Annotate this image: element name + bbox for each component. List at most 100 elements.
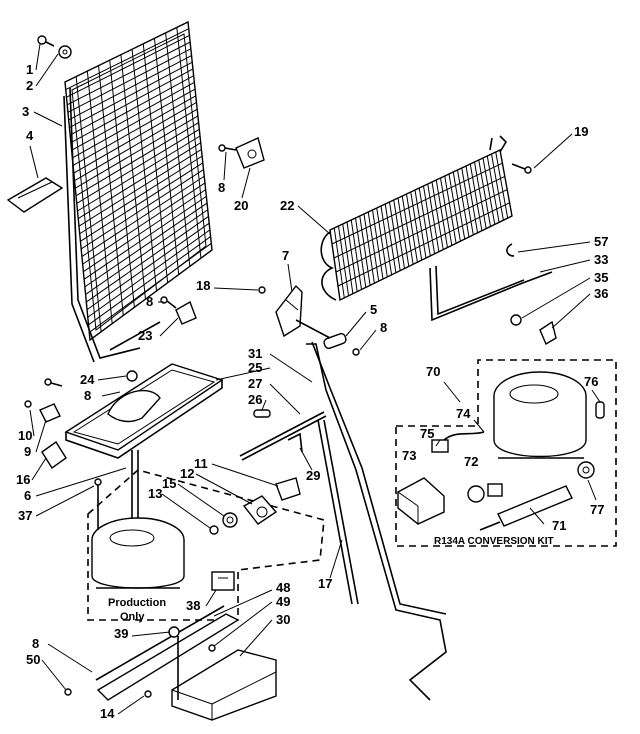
bracket-part-11 (275, 477, 301, 501)
clip-part-16 (41, 440, 67, 470)
screw-part-8-mid (160, 296, 177, 309)
drier-part-71 (479, 485, 573, 531)
grommet-part-35 (510, 314, 522, 326)
label-77: 77 (590, 502, 604, 517)
tube-part-27 (239, 411, 327, 461)
label-48: 48 (276, 580, 290, 595)
fitting-part-5 (323, 332, 347, 350)
bracket-part-36 (539, 320, 557, 346)
relay-part-12 (242, 495, 278, 525)
rail-part-48 (95, 605, 240, 701)
label-9: 9 (24, 444, 31, 459)
tube-part-37 (94, 478, 102, 530)
overload-part-72 (467, 483, 503, 503)
condenser-coil (63, 20, 213, 363)
bracket-part-30 (171, 649, 277, 721)
production-note-line2: Only (120, 611, 145, 623)
label-37: 37 (18, 508, 32, 523)
leader-lines (29, 43, 601, 715)
label-24: 24 (80, 372, 95, 387)
drain-pan-part-25 (64, 363, 224, 459)
screw-part-14 (144, 690, 152, 698)
label-6: 6 (24, 488, 31, 503)
screw-part-18 (258, 286, 266, 294)
label-27: 27 (248, 376, 262, 391)
screw-part-19 (511, 163, 532, 174)
label-8-base: 8 (32, 636, 39, 651)
bracket-part-4 (6, 177, 64, 213)
label-4: 4 (26, 128, 34, 143)
label-33: 33 (594, 252, 608, 267)
tube-part-31 (306, 341, 447, 701)
callout-labels: 1 2 3 4 8 20 19 22 57 33 35 36 7 18 5 8 … (16, 62, 608, 721)
label-22: 22 (280, 198, 294, 213)
label-18: 18 (196, 278, 210, 293)
clip-part-29 (287, 432, 303, 453)
label-3: 3 (22, 104, 29, 119)
tube-part-33 (429, 265, 553, 322)
label-8-mid: 8 (146, 294, 153, 309)
screw-part-49 (208, 644, 216, 652)
label-72: 72 (464, 454, 478, 469)
label-2: 2 (26, 78, 33, 93)
grommet-part-77 (577, 461, 595, 479)
label-36: 36 (594, 286, 608, 301)
label-35: 35 (594, 270, 608, 285)
cover-part-13 (209, 525, 219, 535)
label-12: 12 (180, 466, 194, 481)
label-8-right: 8 (380, 320, 387, 335)
label-11: 11 (194, 456, 208, 471)
label-30: 30 (276, 612, 290, 627)
label-8-pan: 8 (84, 388, 91, 403)
label-19: 19 (574, 124, 588, 139)
screw-part-8-pan (44, 378, 63, 387)
label-5: 5 (370, 302, 377, 317)
bracket-part-9 (39, 403, 61, 423)
compressor-kit-part-70 (493, 371, 587, 459)
label-50: 50 (26, 652, 40, 667)
compressor-production (91, 517, 185, 589)
relay-part-75 (431, 439, 449, 453)
grommet-part-76 (595, 401, 605, 419)
bracket-part-23 (175, 300, 197, 325)
label-70: 70 (426, 364, 440, 379)
label-26: 26 (248, 392, 262, 407)
label-23: 23 (138, 328, 152, 343)
screw-part-24 (126, 370, 138, 382)
production-only-boundary (87, 469, 325, 621)
label-74: 74 (456, 406, 471, 421)
production-note-line1: Production (108, 597, 166, 609)
label-20: 20 (234, 198, 248, 213)
label-39: 39 (114, 626, 128, 641)
label-57: 57 (594, 234, 608, 249)
label-71: 71 (552, 518, 566, 533)
label-1: 1 (26, 62, 33, 77)
conversion-kit-label: R134A CONVERSION KIT (434, 536, 554, 547)
evaporator-coil (320, 135, 513, 302)
clip-part-20 (235, 137, 265, 169)
label-31: 31 (248, 346, 262, 361)
overload-part-15 (222, 512, 238, 528)
label-17: 17 (318, 576, 332, 591)
label-76: 76 (584, 374, 598, 389)
label-10: 10 (18, 428, 32, 443)
washer-part-2 (58, 45, 72, 59)
label-14: 14 (100, 706, 115, 721)
harness-part-74 (443, 431, 485, 441)
capacitor-part-73 (397, 477, 445, 525)
label-49: 49 (276, 594, 290, 609)
screw-part-50 (64, 688, 72, 696)
label-75: 75 (420, 426, 434, 441)
label-25: 25 (248, 360, 262, 375)
label-13: 13 (148, 486, 162, 501)
label-16: 16 (16, 472, 30, 487)
label-15: 15 (162, 476, 176, 491)
label-29: 29 (306, 468, 320, 483)
clip-part-57 (506, 243, 515, 257)
screw-part-8-right (352, 348, 360, 356)
bracket-part-7 (275, 284, 303, 338)
tube-part-17 (317, 419, 359, 605)
label-8-top: 8 (218, 180, 225, 195)
screw-part-10 (24, 400, 32, 408)
